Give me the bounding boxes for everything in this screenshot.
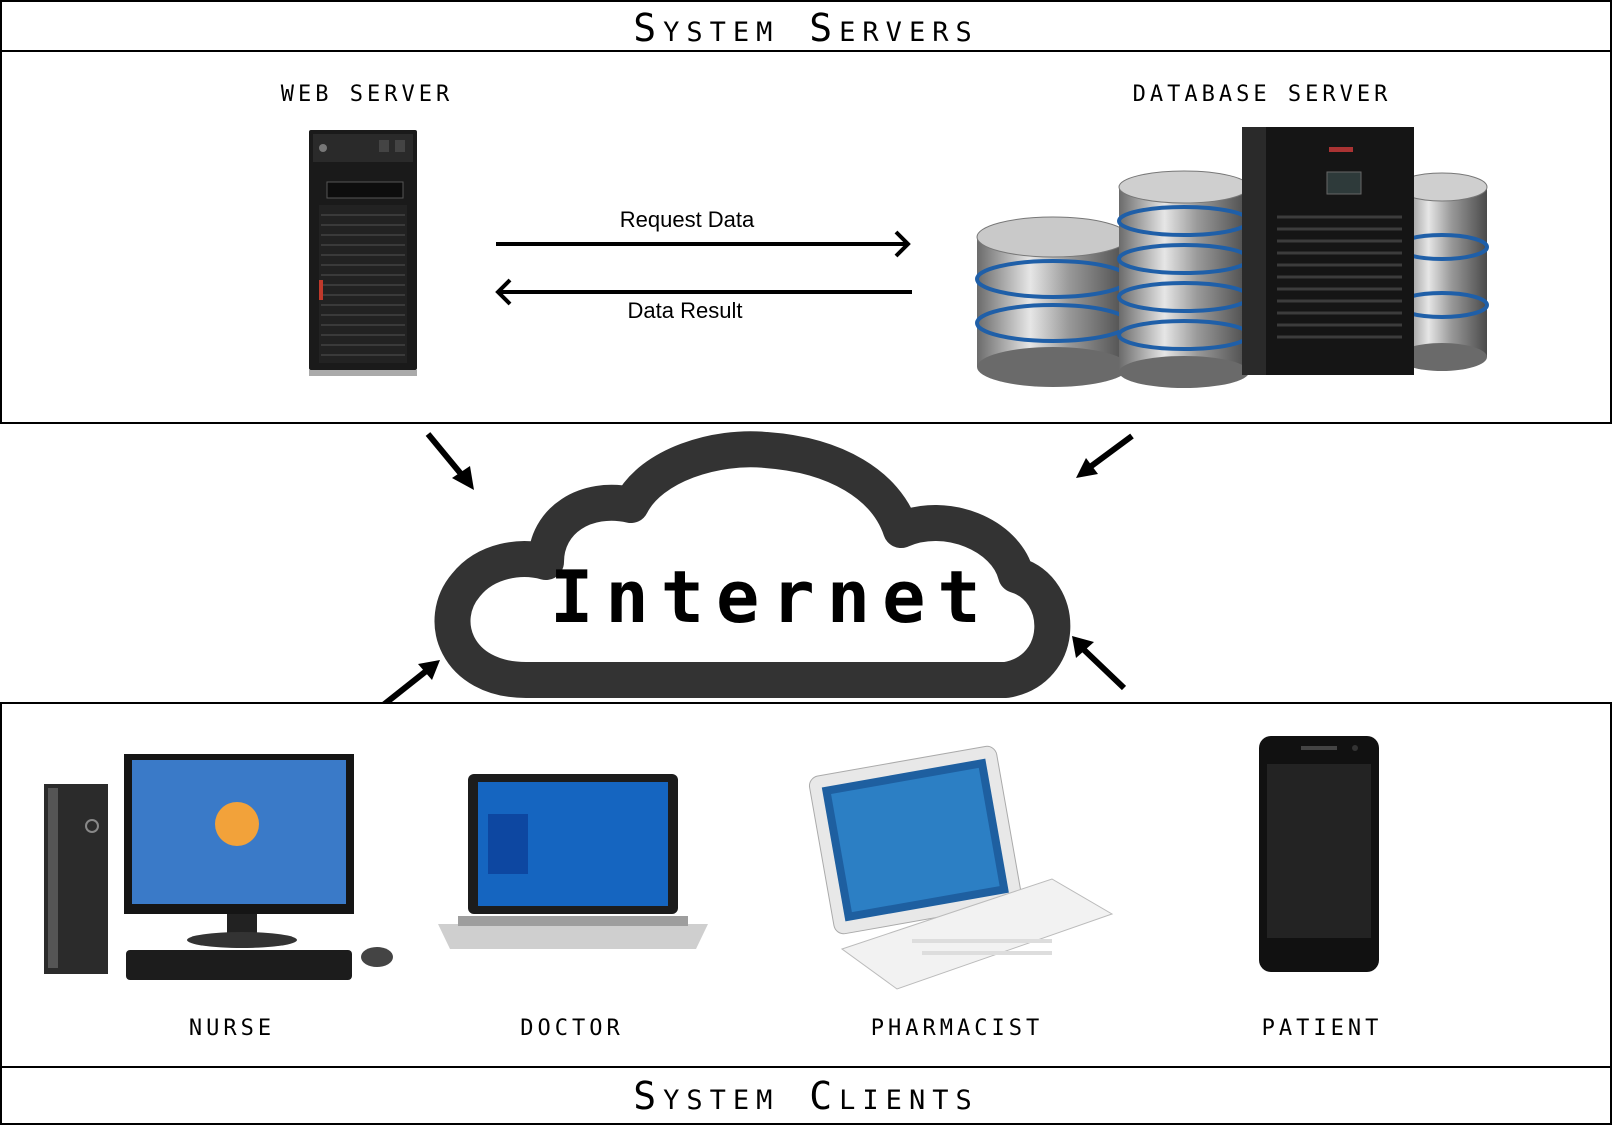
- web-server-icon: [309, 130, 417, 376]
- database-server-icon: [975, 127, 1489, 388]
- client-label-nurse: NURSE: [188, 1016, 276, 1041]
- arrow-db-to-internet: [1076, 433, 1134, 478]
- smartphone-icon: [1259, 736, 1379, 972]
- request-data-label: Request Data: [619, 207, 755, 232]
- client-label-pharmacist: PHARMACIST: [870, 1016, 1044, 1041]
- clients-panel: NURSE DOCTOR PHARMACIST PATIENT: [0, 702, 1612, 1068]
- arrow-internet-from-right: [1072, 636, 1127, 691]
- internet-label: Internet: [550, 555, 993, 639]
- client-label-doctor: DOCTOR: [520, 1016, 624, 1041]
- arrow-web-to-internet: [425, 432, 474, 490]
- clients-title-bar: System Clients: [0, 1066, 1612, 1125]
- arrow-clients-to-internet: [380, 660, 440, 709]
- result-arrow: [495, 278, 912, 306]
- servers-title-bar: System Servers: [0, 0, 1612, 52]
- internet-cloud-icon: [434, 431, 1071, 698]
- servers-panel: WEB SERVER DATABASE SERVER Request Data: [0, 50, 1612, 424]
- desktop-computer-icon: [44, 754, 393, 980]
- client-label-patient: PATIENT: [1261, 1016, 1383, 1041]
- tablet-keyboard-icon: [808, 745, 1114, 990]
- servers-title: System Servers: [633, 6, 979, 50]
- request-arrow: [496, 230, 911, 258]
- data-result-label: Data Result: [627, 298, 743, 323]
- database-server-label: DATABASE SERVER: [1132, 82, 1392, 107]
- web-server-label: WEB SERVER: [280, 82, 454, 107]
- clients-title: System Clients: [633, 1074, 979, 1118]
- laptop-icon: [438, 774, 708, 949]
